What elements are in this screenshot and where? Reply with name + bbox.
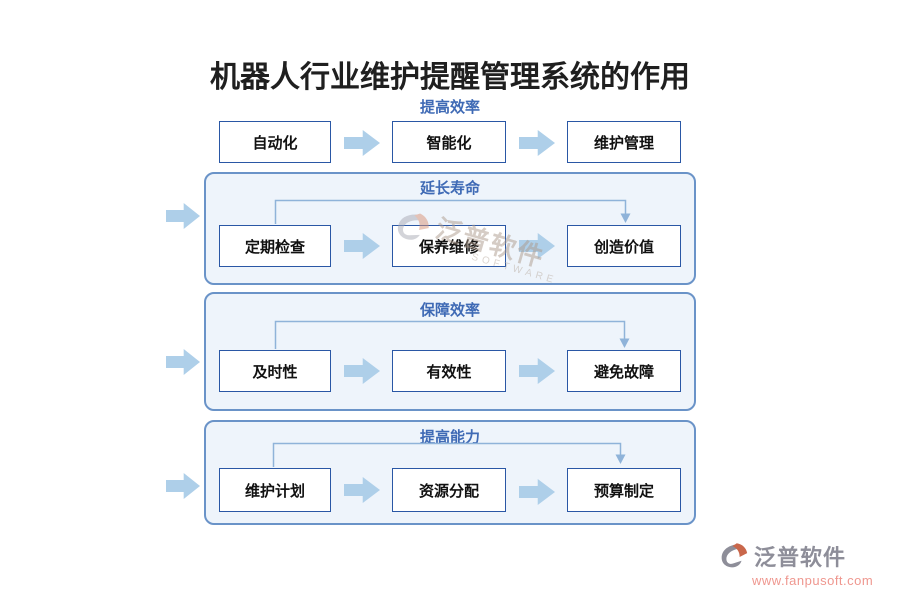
node-create-value: 创造价值 [567, 225, 681, 267]
node-maintenance-repair: 保养维修 [392, 225, 506, 267]
brand-block: 泛普软件 www.fanpusoft.com [716, 539, 886, 588]
node-avoid-failure: 避免故障 [567, 350, 681, 392]
node-maintenance-management: 维护管理 [567, 121, 681, 163]
node-resource-allocation: 资源分配 [392, 468, 506, 512]
arrow-right-icon [166, 349, 200, 375]
brand-url: www.fanpusoft.com [752, 573, 874, 588]
node-timeliness: 及时性 [219, 350, 331, 392]
node-budget-making: 预算制定 [567, 468, 681, 512]
brand-name: 泛普软件 [754, 545, 847, 570]
node-regular-inspection: 定期检查 [219, 225, 331, 267]
section-label-row4: 提高能力 [419, 429, 480, 446]
arrow-right-icon [519, 130, 555, 156]
arrow-right-icon [166, 473, 200, 499]
node-automation: 自动化 [219, 121, 331, 163]
section-label-row1: 提高效率 [419, 99, 480, 116]
section-label-row3: 保障效率 [419, 302, 480, 319]
arrow-right-icon [344, 130, 380, 156]
fanpu-logo-icon [721, 543, 748, 568]
section-label-row2: 延长寿命 [419, 180, 480, 197]
node-intelligence: 智能化 [392, 121, 506, 163]
page-title: 机器人行业维护提醒管理系统的作用 [210, 61, 690, 94]
node-maintenance-plan: 维护计划 [219, 468, 331, 512]
node-effectiveness: 有效性 [392, 350, 506, 392]
arrow-right-icon [166, 203, 200, 229]
